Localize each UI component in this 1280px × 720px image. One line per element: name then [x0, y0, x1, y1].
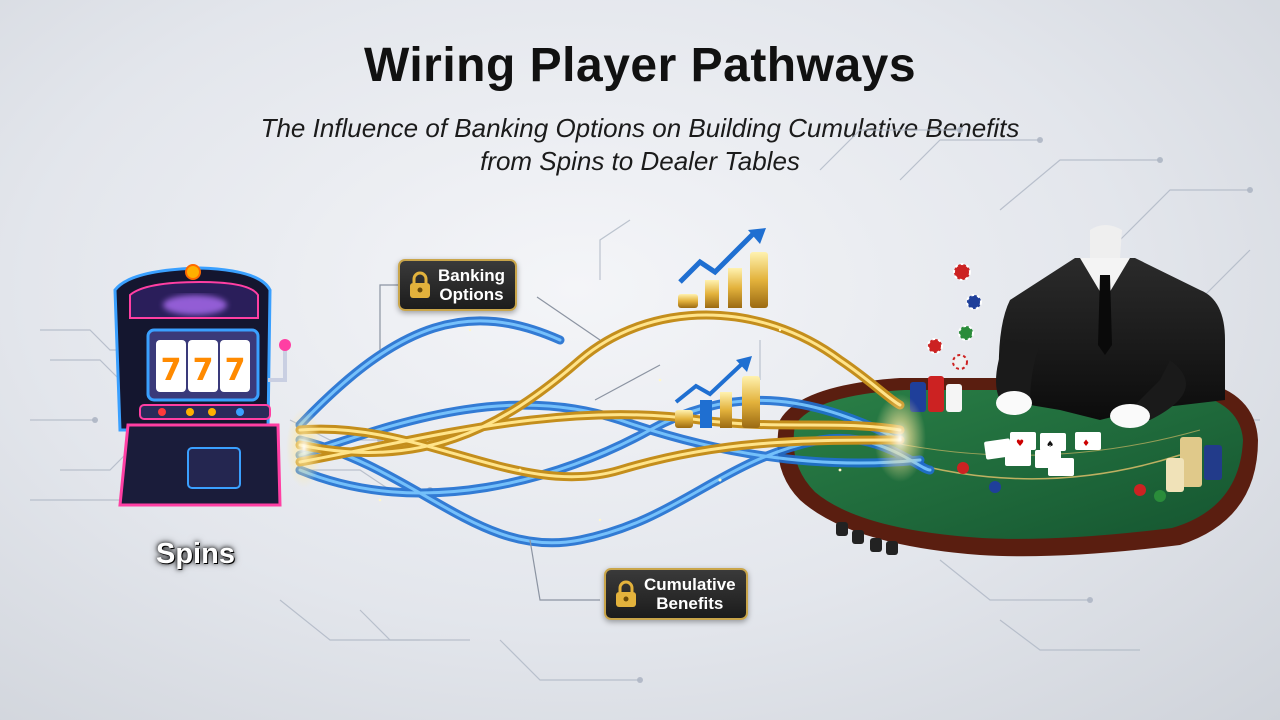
- table-markers: [836, 522, 898, 555]
- reel-3: 7: [225, 353, 246, 388]
- lock-icon: [410, 271, 430, 298]
- lock-icon: [616, 580, 636, 607]
- reel-2: 7: [193, 353, 214, 388]
- cumulative-benefits-tag: Cumulative Benefits: [604, 568, 748, 620]
- growth-chart-icon: [674, 356, 760, 428]
- subtitle-line-2: from Spins to Dealer Tables: [480, 146, 800, 176]
- page-subtitle: The Influence of Banking Options on Buil…: [140, 112, 1140, 178]
- cable-bundle: [295, 310, 935, 548]
- chip-stacks: [910, 376, 1222, 502]
- svg-text:♦: ♦: [1082, 439, 1090, 449]
- sparkles: [378, 298, 842, 522]
- dealer-figure: [996, 225, 1225, 428]
- svg-text:♠: ♠: [1046, 440, 1054, 450]
- banking-options-tag: Banking Options: [398, 259, 518, 311]
- cable-glow-left: [286, 408, 322, 488]
- page-title: Wiring Player Pathways: [363, 39, 917, 92]
- playing-cards: ♥ ♦ ♠: [984, 432, 1101, 476]
- reel-1: 7: [161, 353, 182, 388]
- subtitle-line-1: The Influence of Banking Options on Buil…: [260, 113, 1020, 143]
- growth-chart-icon: [678, 228, 768, 308]
- cumulative-benefits-line-1: Cumulative: [644, 575, 736, 594]
- cable-glow-right: [874, 394, 926, 482]
- floating-chips: [927, 263, 982, 370]
- spins-label: Spins: [156, 538, 235, 570]
- svg-text:♥: ♥: [1016, 439, 1024, 449]
- cumulative-benefits-line-2: Benefits: [656, 594, 724, 613]
- banking-options-line-2: Options: [439, 285, 504, 304]
- banking-options-line-1: Banking: [438, 266, 506, 285]
- slot-machine-icon: 7 7 7: [113, 264, 291, 507]
